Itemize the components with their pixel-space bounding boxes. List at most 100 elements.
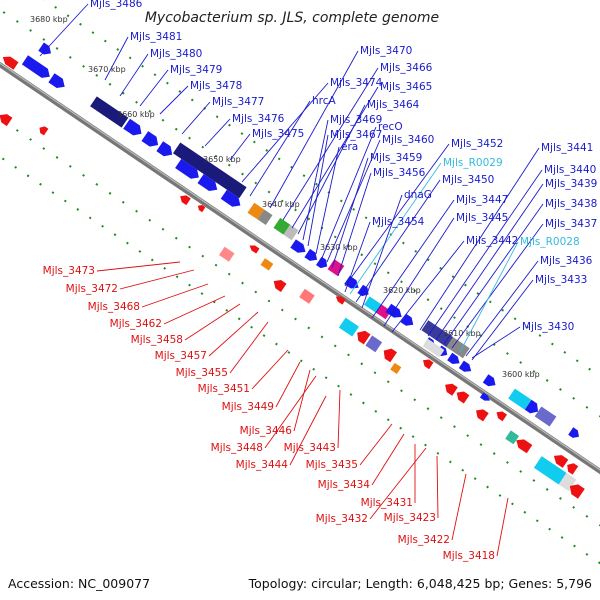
leader-line-mjls-3468: [141, 283, 209, 308]
forward-gene-label-mjls-3439[interactable]: Mjls_3439: [545, 178, 597, 190]
scale-tick-3680-kbp: 3680 kbp: [30, 15, 68, 24]
forward-gene-label-mjls-3465[interactable]: Mjls_3465: [380, 81, 432, 93]
reverse-gene-label-mjls-3443[interactable]: Mjls_3443: [284, 442, 336, 454]
reverse-gene-label-mjls-3468[interactable]: Mjls_3468: [88, 301, 140, 313]
forward-gene-label-mjls-3436[interactable]: Mjls_3436: [540, 255, 593, 267]
scale-tick-3670-kbp: 3670 kbp: [88, 65, 126, 74]
forward-gene-label-mjls-3467[interactable]: Mjls_3467: [330, 129, 382, 141]
reverse-gene-label-mjls-3435[interactable]: Mjls_3435: [306, 459, 358, 471]
gene-feature-22: [364, 296, 382, 313]
gene-feature-48: [335, 296, 346, 305]
forward-gene-label-mjls-3459[interactable]: Mjls_3459: [370, 152, 422, 164]
forward-gene-label-mjls-3475[interactable]: Mjls_3475: [252, 128, 304, 140]
leader-line-reco: [321, 126, 377, 259]
gene-feature-10: [197, 174, 218, 191]
gene-feature-11: [220, 189, 241, 207]
forward-gene-label-mjls-3466[interactable]: Mjls_3466: [380, 62, 433, 74]
forward-gene-label-mjls-3440[interactable]: Mjls_3440: [544, 164, 596, 176]
forward-gene-label-mjls-3437[interactable]: Mjls_3437: [545, 218, 597, 230]
leader-line-mjls-3476: [204, 118, 231, 147]
reverse-gene-label-mjls-3457[interactable]: Mjls_3457: [155, 350, 207, 362]
gene-feature-34: [524, 399, 539, 414]
reverse-gene-label-mjls-3422[interactable]: Mjls_3422: [398, 534, 450, 546]
leader-line-mjls-3475: [229, 133, 251, 161]
leader-line-mjls-3433: [471, 279, 534, 361]
forward-gene-label-mjls-3474[interactable]: Mjls_3474: [330, 77, 383, 89]
forward-gene-label-mjls-r0028[interactable]: Mjls_R0028: [520, 236, 580, 248]
leader-line-hrca: [249, 100, 311, 197]
leader-line-mjls-3452: [344, 143, 450, 287]
leader-line-mjls-3459: [331, 157, 369, 269]
leader-line-mjls-3439: [435, 183, 544, 341]
scale-tick-3620-kbp: 3620 kbp: [383, 286, 421, 295]
reverse-gene-label-mjls-3434[interactable]: Mjls_3434: [318, 479, 371, 491]
forward-gene-label-mjls-3481[interactable]: Mjls_3481: [130, 31, 182, 43]
gene-feature-37: [479, 392, 490, 401]
forward-gene-label-mjls-3433[interactable]: Mjls_3433: [535, 274, 587, 286]
gene-feature-32: [482, 374, 496, 387]
forward-gene-label-mjls-3480[interactable]: Mjls_3480: [150, 48, 202, 60]
forward-gene-label-mjls-r0029[interactable]: Mjls_R0029: [443, 157, 503, 169]
gene-feature-42: [197, 205, 206, 213]
reverse-gene-label-mjls-3418[interactable]: Mjls_3418: [443, 550, 495, 562]
leader-line-mjls-3486: [39, 3, 89, 57]
forward-gene-label-mjls-3479[interactable]: Mjls_3479: [170, 64, 222, 76]
forward-gene-label-mjls-3486[interactable]: Mjls_3486: [90, 0, 143, 10]
leader-line-mjls-3430: [471, 326, 521, 359]
forward-gene-label-hrca[interactable]: hrcA: [312, 95, 337, 107]
forward-gene-label-mjls-3460[interactable]: Mjls_3460: [382, 134, 434, 146]
forward-gene-label-mjls-3476[interactable]: Mjls_3476: [232, 113, 285, 125]
reverse-gene-label-mjls-3455[interactable]: Mjls_3455: [176, 367, 228, 379]
leader-line-mjls-3451: [251, 349, 289, 390]
forward-gene-label-mjls-3477[interactable]: Mjls_3477: [212, 96, 264, 108]
tick-track-inner: [0, 155, 600, 565]
forward-gene-label-dnag[interactable]: dnaG: [404, 189, 432, 201]
reverse-gene-label-mjls-3444[interactable]: Mjls_3444: [236, 459, 289, 471]
forward-gene-label-mjls-3456[interactable]: Mjls_3456: [373, 167, 426, 179]
gene-feature-65: [569, 484, 585, 499]
reverse-gene-label-mjls-3423[interactable]: Mjls_3423: [384, 512, 436, 524]
leader-line-mjls-r0028: [459, 241, 519, 353]
gene-feature-61: [533, 456, 567, 485]
forward-gene-label-mjls-3478[interactable]: Mjls_3478: [190, 80, 242, 92]
leader-line-mjls-3438: [443, 203, 544, 345]
reverse-gene-label-mjls-3432[interactable]: Mjls_3432: [316, 513, 368, 525]
scale-tick-3600-kbp: 3600 kbp: [502, 370, 540, 379]
gene-feature-31: [458, 360, 472, 372]
forward-gene-label-mjls-3438[interactable]: Mjls_3438: [545, 198, 597, 210]
forward-gene-label-mjls-3430[interactable]: Mjls_3430: [522, 321, 574, 333]
reverse-gene-label-mjls-3449[interactable]: Mjls_3449: [222, 401, 274, 413]
leader-line-mjls-3441: [419, 147, 540, 331]
reverse-gene-label-mjls-3448[interactable]: Mjls_3448: [211, 442, 263, 454]
leader-line-mjls-3440: [427, 169, 543, 337]
gene-feature-44: [249, 245, 260, 254]
leader-line-dnag: [361, 194, 403, 309]
forward-gene-label-mjls-3464[interactable]: Mjls_3464: [367, 99, 420, 111]
forward-gene-label-mjls-3470[interactable]: Mjls_3470: [360, 45, 412, 57]
forward-gene-label-mjls-3452[interactable]: Mjls_3452: [451, 138, 503, 150]
forward-gene-label-mjls-3454[interactable]: Mjls_3454: [372, 216, 425, 228]
reverse-gene-label-mjls-3472[interactable]: Mjls_3472: [66, 283, 118, 295]
reverse-gene-label-mjls-3446[interactable]: Mjls_3446: [240, 425, 293, 437]
forward-gene-label-reco[interactable]: recO: [378, 121, 403, 133]
reverse-gene-label-mjls-3458[interactable]: Mjls_3458: [131, 334, 183, 346]
forward-gene-label-mjls-3442[interactable]: Mjls_3442: [466, 235, 518, 247]
reverse-gene-label-mjls-3462[interactable]: Mjls_3462: [110, 318, 162, 330]
forward-gene-label-mjls-3447[interactable]: Mjls_3447: [456, 194, 508, 206]
leader-line-mjls-3473: [96, 261, 181, 272]
forward-gene-label-mjls-3450[interactable]: Mjls_3450: [442, 174, 494, 186]
leader-line-mjls-3472: [119, 269, 195, 290]
forward-gene-label-era[interactable]: era: [341, 141, 358, 153]
accession-text: Accession: NC_009077: [8, 576, 150, 591]
forward-gene-label-mjls-3445[interactable]: Mjls_3445: [456, 212, 508, 224]
leader-line-mjls-3457: [208, 311, 259, 357]
reverse-gene-label-mjls-3431[interactable]: Mjls_3431: [361, 497, 413, 509]
gene-feature-2: [2, 56, 19, 70]
gene-feature-3: [38, 42, 51, 55]
reverse-gene-label-mjls-3473[interactable]: Mjls_3473: [43, 265, 95, 277]
reverse-gene-label-mjls-3451[interactable]: Mjls_3451: [198, 383, 250, 395]
gene-feature-15: [283, 224, 299, 241]
forward-gene-label-mjls-3441[interactable]: Mjls_3441: [541, 142, 593, 154]
gene-feature-64: [567, 463, 579, 475]
forward-gene-label-mjls-3469[interactable]: Mjls_3469: [330, 114, 382, 126]
